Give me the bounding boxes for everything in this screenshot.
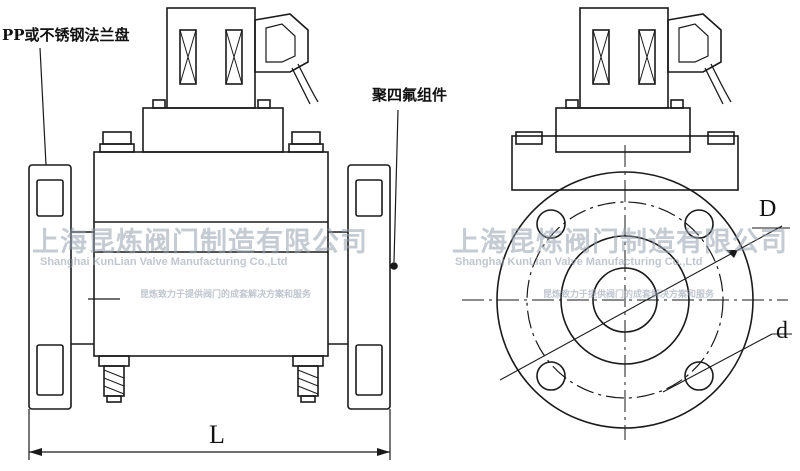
bolt-hole-diameter-label: d <box>776 318 788 344</box>
bolt-hole <box>684 361 714 391</box>
bolt-hole <box>536 209 566 239</box>
watermark-company-cn: 上海昆炼阀门制造有限公司 <box>452 227 788 258</box>
watermark-company-en: Shanghai KunLian Valve Manufacturing Co.… <box>455 256 703 268</box>
watermark-slogan: 昆炼致力于提供阀门的成套解决方案和服务 <box>140 290 312 300</box>
side-view <box>28 7 399 460</box>
valve-body <box>93 151 329 357</box>
bolt-hole <box>536 361 566 391</box>
left-flange <box>28 164 72 410</box>
watermark-slogan: 昆炼致力于提供阀门的成套解决方案和服务 <box>543 290 715 300</box>
ptfe-assembly-label: 聚四氟组件 <box>372 86 448 104</box>
right-flange <box>347 164 391 410</box>
length-dimension-label: L <box>209 420 225 449</box>
cable-connector <box>254 13 309 73</box>
watermark-company-en: Shanghai KunLian Valve Manufacturing Co.… <box>40 256 288 268</box>
flange-material-label: PP或不锈钢法兰盘 <box>2 26 130 44</box>
flange-diameter-label: D <box>759 196 777 222</box>
bolt-hole <box>684 209 714 239</box>
watermark-company-cn: 上海昆炼阀门制造有限公司 <box>32 227 368 258</box>
end-view <box>462 7 792 440</box>
